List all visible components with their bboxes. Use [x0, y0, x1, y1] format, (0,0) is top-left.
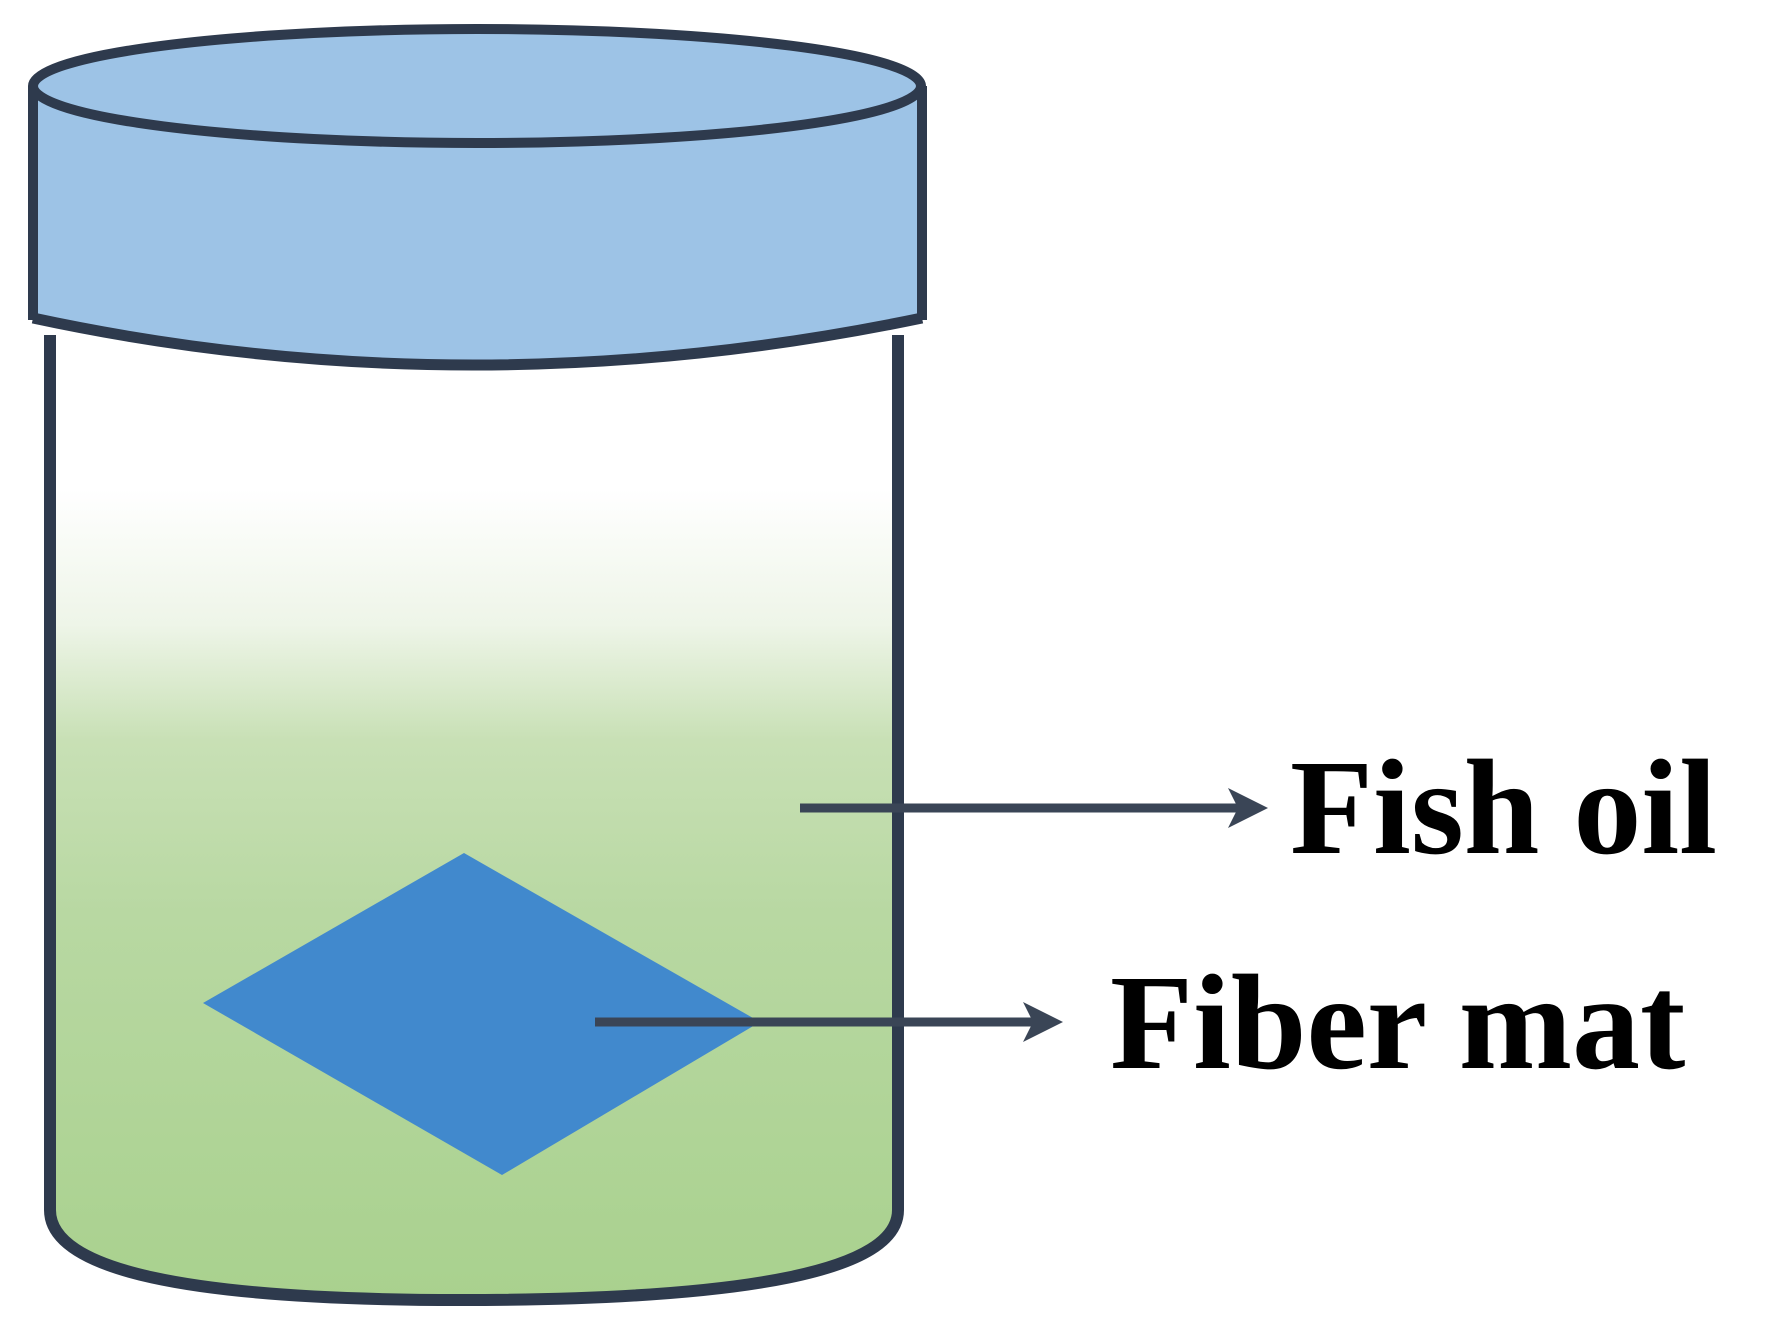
lid-band [33, 85, 922, 369]
fish-oil-arrow [800, 788, 1268, 828]
fish-oil-arrowhead [1228, 788, 1268, 828]
lid-bottom-edge [31, 312, 924, 371]
fiber-mat-arrow [595, 1002, 1063, 1042]
fiber-mat-arrowhead [1023, 1002, 1063, 1042]
fiber-mat-shape [203, 853, 760, 1175]
jar-outline [44, 335, 904, 1306]
lid-top [28, 24, 926, 148]
jar-body [44, 335, 904, 1306]
fish-oil-label: Fish oil [1290, 733, 1717, 883]
jar-lid [28, 24, 927, 371]
fiber-mat-label: Fiber mat [1110, 948, 1685, 1098]
